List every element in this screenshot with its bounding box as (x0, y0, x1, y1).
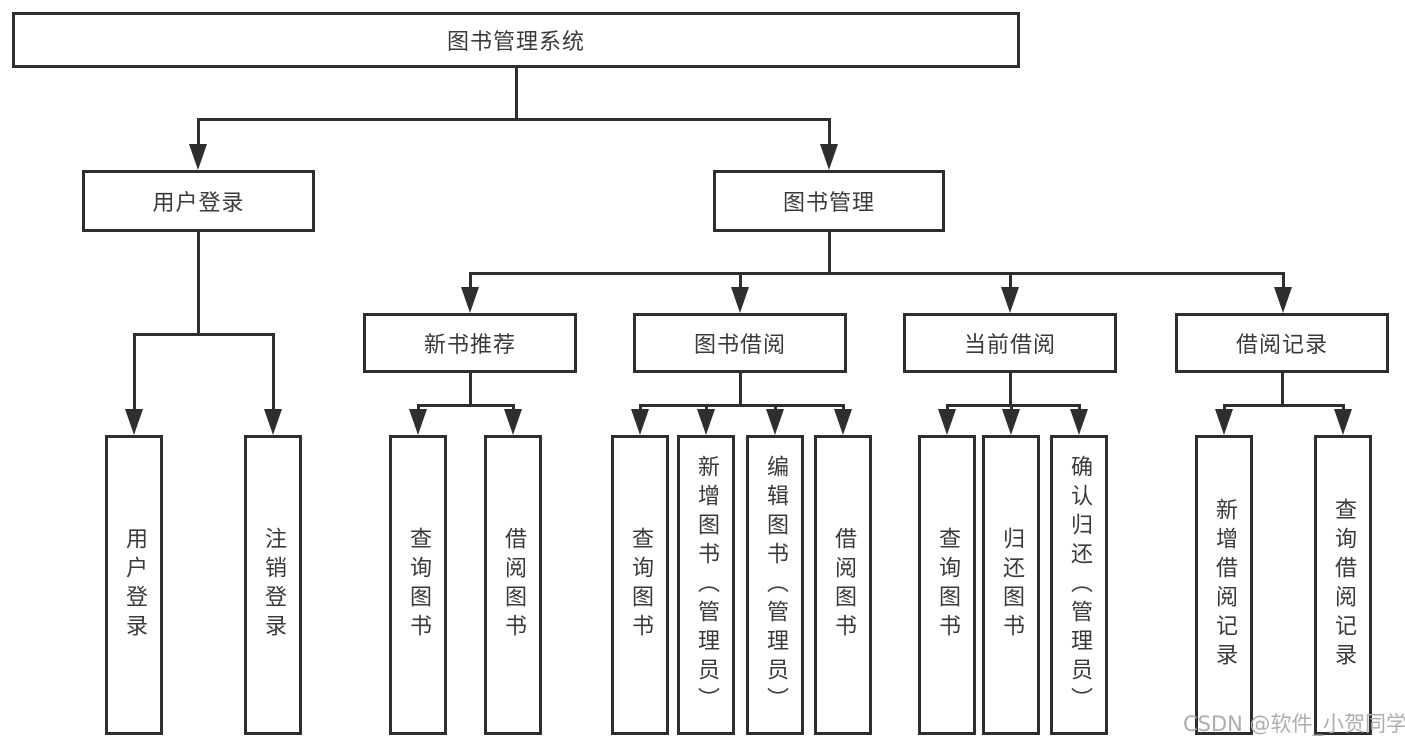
arrowhead-icon (938, 409, 956, 435)
node-book-management: 图书管理 (713, 170, 945, 232)
node-library-management-system: 图书管理系统 (12, 12, 1020, 68)
connector-line (133, 333, 275, 336)
arrowhead-icon (1002, 409, 1020, 435)
connector-line (133, 333, 136, 413)
leaf-borrow-books-2: 借阅图书 (814, 435, 872, 735)
connector-line (469, 272, 1285, 275)
node-book-borrowing: 图书借阅 (633, 313, 847, 373)
connector-line (946, 404, 1081, 407)
leaf-borrow-books-1: 借阅图书 (484, 435, 542, 735)
node-new-book-recommend: 新书推荐 (363, 313, 577, 373)
leaf-return-books: 归还图书 (982, 435, 1040, 735)
arrowhead-icon (1070, 409, 1088, 435)
arrowhead-icon (189, 144, 207, 170)
arrowhead-icon (1215, 409, 1233, 435)
csdn-watermark: CSDN @软件_小贺同学 (1183, 712, 1405, 736)
arrowhead-icon (1274, 287, 1292, 313)
connector-line (197, 118, 200, 148)
connector-line (739, 272, 742, 292)
arrowhead-icon (834, 409, 852, 435)
arrowhead-icon (264, 409, 282, 435)
leaf-query-books-3: 查询图书 (918, 435, 976, 735)
connector-line (828, 118, 831, 148)
leaf-add-borrow-record: 新增借阅记录 (1195, 435, 1253, 735)
node-current-borrowing: 当前借阅 (903, 313, 1117, 373)
connector-line (272, 333, 275, 413)
arrowhead-icon (631, 409, 649, 435)
connector-line (197, 232, 200, 336)
arrowhead-icon (766, 409, 784, 435)
leaf-query-books-2: 查询图书 (611, 435, 669, 735)
arrowhead-icon (125, 409, 143, 435)
arrowhead-icon (1001, 287, 1019, 313)
leaf-edit-books-admin: 编辑图书（管理员） (746, 435, 804, 735)
arrowhead-icon (731, 287, 749, 313)
connector-line (1009, 272, 1012, 292)
arrowhead-icon (697, 409, 715, 435)
leaf-user-login: 用户登录 (105, 435, 163, 735)
node-user-login: 用户登录 (82, 170, 315, 232)
connector-line (515, 68, 518, 120)
arrowhead-icon (1334, 409, 1352, 435)
connector-line (197, 118, 831, 121)
connector-line (739, 373, 742, 407)
arrowhead-icon (820, 144, 838, 170)
leaf-query-books-1: 查询图书 (389, 435, 447, 735)
connector-line (417, 404, 515, 407)
leaf-add-books-admin: 新增图书（管理员） (677, 435, 735, 735)
connector-line (639, 404, 845, 407)
connector-line (469, 373, 472, 407)
connector-line (469, 272, 472, 292)
connector-line (828, 232, 831, 275)
arrowhead-icon (461, 287, 479, 313)
connector-line (1223, 404, 1345, 407)
node-borrowing-records: 借阅记录 (1175, 313, 1389, 373)
leaf-query-borrow-record: 查询借阅记录 (1314, 435, 1372, 735)
connector-line (1282, 272, 1285, 292)
connector-line (1281, 373, 1284, 407)
leaf-confirm-return-admin: 确认归还（管理员） (1050, 435, 1108, 735)
arrowhead-icon (409, 409, 427, 435)
arrowhead-icon (504, 409, 522, 435)
leaf-logout: 注销登录 (244, 435, 302, 735)
connector-line (1009, 373, 1012, 407)
